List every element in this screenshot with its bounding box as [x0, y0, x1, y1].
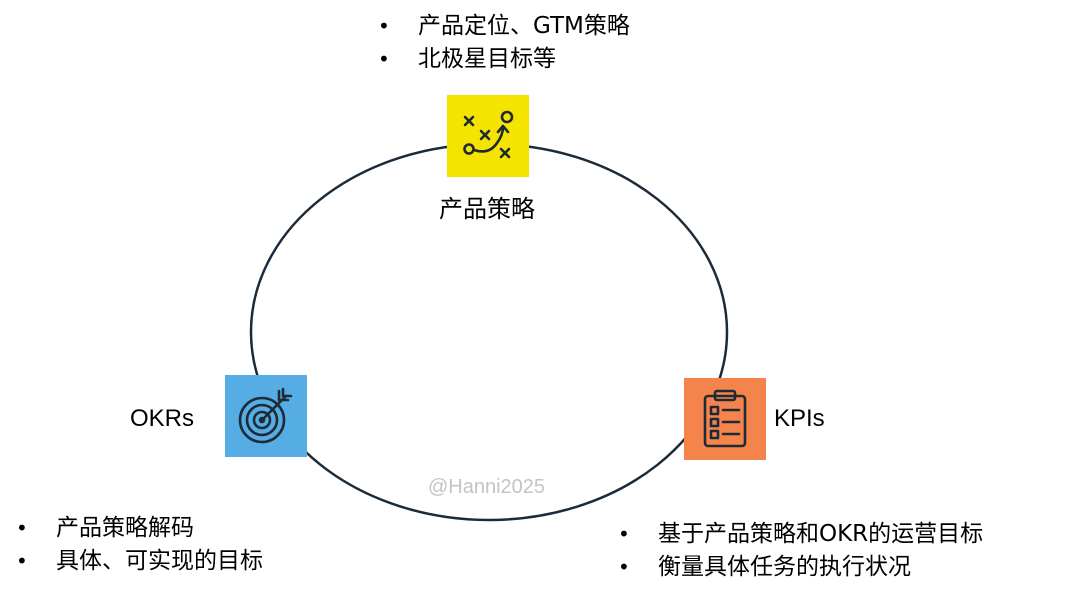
strategy-label: 产品策略: [439, 195, 535, 223]
target-arrow-icon: [238, 387, 293, 444]
okrs-bullet-list: 产品策略解码 具体、可实现的目标: [16, 512, 263, 578]
kpis-icon-tile: [684, 378, 766, 460]
play-strategy-icon: [463, 110, 514, 159]
watermark-text: @Hanni2025: [428, 476, 546, 498]
kpis-bullet-list: 基于产品策略和OKR的运营目标 衡量具体任务的执行状况: [618, 518, 983, 584]
strategy-bullet-2: 北极星目标等: [378, 43, 630, 76]
okrs-icon-tile: [225, 375, 307, 457]
kpis-label: KPIs: [774, 405, 825, 432]
clipboard-checklist-icon: [703, 389, 747, 448]
okrs-bullet-1: 产品策略解码: [16, 512, 263, 545]
okrs-bullet-2: 具体、可实现的目标: [16, 545, 263, 578]
strategy-bullet-list: 产品定位、GTM策略 北极星目标等: [378, 10, 630, 76]
kpis-bullet-1: 基于产品策略和OKR的运营目标: [618, 518, 983, 551]
okrs-label: OKRs: [130, 405, 195, 432]
strategy-icon-tile: [447, 95, 529, 177]
kpis-bullet-2: 衡量具体任务的执行状况: [618, 551, 983, 584]
strategy-bullet-1: 产品定位、GTM策略: [378, 10, 630, 43]
